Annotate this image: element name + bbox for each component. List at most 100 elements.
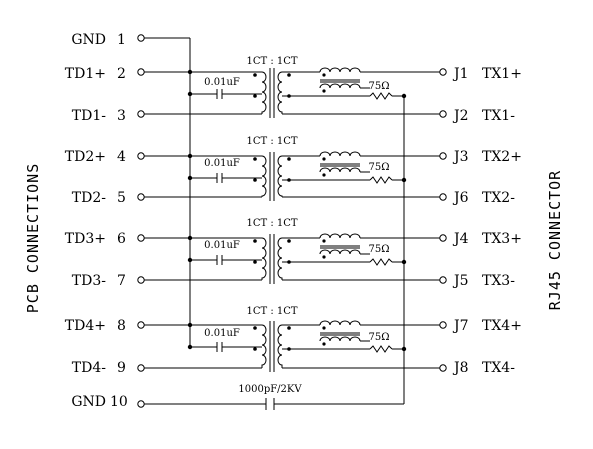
choke-winding	[319, 320, 361, 326]
pcb-pin-3	[137, 110, 145, 118]
choke-dot	[322, 173, 326, 177]
choke-winding	[319, 249, 361, 255]
choke-winding	[319, 167, 361, 173]
rj45-signal-tx4p: TX4+	[482, 318, 522, 334]
pcb-pin-1	[137, 34, 145, 42]
pin-number-6: 6	[117, 231, 126, 247]
res-label-ch3: 75Ω	[368, 244, 389, 255]
secondary-coil	[277, 71, 283, 114]
choke-dot	[322, 239, 326, 243]
rj45-pin-2	[439, 110, 447, 118]
pcb-pin-5	[137, 193, 145, 201]
pin-number-4: 4	[117, 149, 126, 165]
ratio-label-ch4: 1CT : 1CT	[246, 306, 297, 317]
channel-3	[144, 233, 440, 284]
rj45-signal-tx3p: TX3+	[482, 231, 522, 247]
res-label-ch2: 75Ω	[368, 162, 389, 173]
choke-winding	[319, 151, 361, 157]
junction-dot	[187, 344, 193, 350]
rj45-jack-j3: J3	[452, 149, 469, 165]
choke-winding	[319, 233, 361, 239]
pin-label-gnd-1: GND	[71, 32, 106, 48]
pin-label-td3n: TD3-	[72, 273, 106, 289]
polarity-dot	[253, 326, 257, 330]
choke-dot	[322, 73, 326, 77]
secondary-coil	[277, 237, 283, 280]
junction-dot	[187, 257, 193, 263]
resistor-75ohm	[369, 345, 393, 353]
choke-dot	[322, 157, 326, 161]
pcb-connections-title: PCB CONNECTIONS	[24, 163, 42, 313]
polarity-dot	[253, 178, 257, 182]
pcb-pin-9	[137, 364, 145, 372]
pin-number-9: 9	[117, 360, 126, 376]
polarity-dot	[253, 239, 257, 243]
polarity-dot	[287, 157, 291, 161]
polarity-dot	[287, 326, 291, 330]
pcb-pin-10	[137, 400, 145, 408]
channel-4	[144, 320, 440, 372]
junction-dot	[401, 177, 407, 183]
pcb-pin-6	[137, 234, 145, 242]
pin-label-td1p: TD1+	[65, 66, 106, 82]
rj45-signal-tx1n: TX1-	[482, 108, 515, 124]
primary-coil	[261, 155, 267, 197]
cap-label-ch3: 0.01uF	[204, 240, 240, 251]
ratio-label-ch1: 1CT : 1CT	[246, 56, 297, 67]
wiring-frame	[144, 37, 405, 410]
junction-dot	[401, 259, 407, 265]
pin-number-10: 10	[110, 394, 128, 410]
choke-dot	[322, 342, 326, 346]
primary-coil	[261, 324, 267, 368]
resistor-75ohm	[369, 176, 393, 184]
channel-groups	[144, 67, 440, 372]
cap-label-ch4: 0.01uF	[204, 328, 240, 339]
polarity-dot	[253, 157, 257, 161]
rj45-pin-8	[439, 364, 447, 372]
rj45-pin-labels: J1 TX1+ J2 TX1- J3 TX2+ J6 TX2- J4 TX3+ …	[452, 66, 522, 376]
resistor-75ohm	[369, 258, 393, 266]
rj45-jack-j7: J7	[452, 318, 469, 334]
pin-label-td3p: TD3+	[65, 231, 106, 247]
rj45-signal-tx2n: TX2-	[482, 190, 515, 206]
choke-winding	[319, 67, 361, 73]
choke-winding	[319, 336, 361, 342]
channel-1	[144, 67, 440, 118]
ratio-label-ch3: 1CT : 1CT	[246, 218, 297, 229]
rj45-pin-7	[439, 321, 447, 329]
pcb-pin-7	[137, 276, 145, 284]
junction-dot	[187, 91, 193, 97]
pin-label-gnd-10: GND	[71, 394, 106, 410]
rj45-jack-j4: J4	[452, 231, 469, 247]
junction-dot	[187, 69, 193, 75]
choke-dot	[322, 255, 326, 259]
pin-number-8: 8	[117, 318, 126, 334]
polarity-dot	[287, 239, 291, 243]
pin-label-td4p: TD4+	[65, 318, 106, 334]
polarity-dot	[253, 260, 257, 264]
rj45-pin-5	[439, 234, 447, 242]
polarity-dot	[253, 94, 257, 98]
pin-label-td2n: TD2-	[72, 190, 106, 206]
rj45-jack-j2: J2	[452, 108, 469, 124]
primary-coil	[261, 71, 267, 114]
pin-terminals	[137, 34, 447, 408]
rj45-signal-tx4n: TX4-	[482, 360, 515, 376]
pin-number-1: 1	[117, 32, 126, 48]
rj45-pin-1	[439, 68, 447, 76]
hv-cap-label: 1000pF/2KV	[238, 384, 302, 395]
resistor-75ohm	[369, 92, 393, 100]
rj45-signal-tx3n: TX3-	[482, 273, 515, 289]
pin-number-5: 5	[117, 190, 126, 206]
rj45-pin-3	[439, 152, 447, 160]
pin-number-2: 2	[117, 66, 126, 82]
junction-dot	[187, 175, 193, 181]
pcb-pin-labels: GND 1 TD1+ 2 TD1- 3 TD2+ 4 TD2- 5 TD3+ 6…	[65, 32, 128, 410]
junction-dot	[187, 235, 193, 241]
junction-dot	[401, 346, 407, 352]
junction-dot	[401, 93, 407, 99]
pcb-pin-2	[137, 68, 145, 76]
junction-dot	[187, 153, 193, 159]
